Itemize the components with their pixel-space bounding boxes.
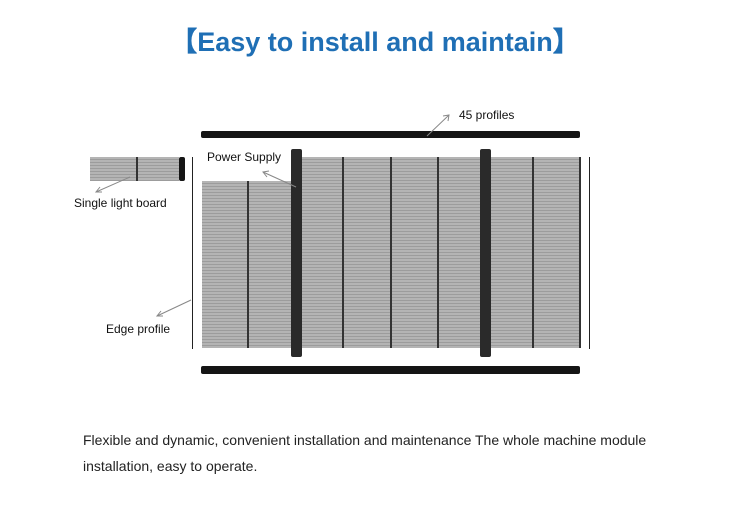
- board-divider: [136, 157, 138, 181]
- label-power-supply: Power Supply: [207, 150, 282, 164]
- left-edge-profile: [192, 157, 193, 349]
- right-edge-profile: [589, 157, 590, 349]
- column-divider: [579, 157, 581, 348]
- column-divider: [247, 181, 249, 348]
- column-divider: [437, 157, 439, 348]
- column-divider: [532, 157, 534, 348]
- label-45-profiles: 45 profiles: [459, 108, 515, 122]
- board-end-cap: [179, 157, 185, 181]
- page-title: 【Easy to install and maintain】: [170, 27, 580, 57]
- bottom-45-profile: [201, 366, 580, 374]
- column-divider: [342, 157, 344, 348]
- power-supply-bar: [480, 149, 491, 357]
- single-light-board: [90, 157, 179, 181]
- label-edge-profile: Edge profile: [106, 322, 171, 336]
- label-single-light-board: Single light board: [74, 196, 167, 210]
- top-45-profile: [201, 131, 580, 138]
- power-supply-bar: [291, 149, 302, 357]
- description-text: Flexible and dynamic, convenient install…: [83, 432, 647, 474]
- column-divider: [390, 157, 392, 348]
